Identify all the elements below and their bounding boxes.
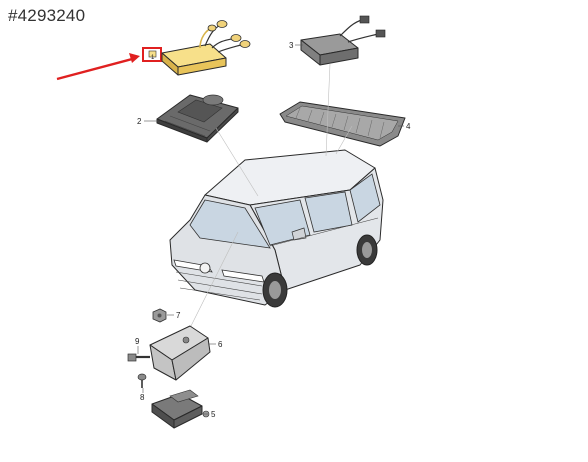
highlight-box (142, 47, 162, 62)
callout-1: 1 (151, 55, 155, 61)
part-4-roof-trim (279, 101, 406, 147)
vehicle-illustration (169, 149, 384, 308)
part-2-overhead-module (156, 94, 239, 143)
part-8-screw (137, 373, 147, 388)
callout-lines (137, 44, 404, 415)
part-6-bracket (149, 325, 211, 381)
callout-6: 6 (218, 340, 223, 349)
callout-4: 4 (406, 122, 411, 131)
callout-8: 8 (140, 393, 145, 402)
callout-9: 9 (135, 337, 140, 346)
assembly-leader-lines (185, 63, 353, 337)
part-9-bolt (127, 353, 150, 362)
part-3-antenna-module (300, 15, 386, 66)
highlight-arrow (56, 53, 140, 81)
callout-7: 7 (176, 311, 181, 320)
callout-5: 5 (211, 410, 216, 419)
part-7-nut (152, 308, 167, 323)
callout-3: 3 (289, 41, 294, 50)
callout-2: 2 (137, 117, 142, 126)
part-5-sensor-unit (151, 389, 210, 429)
document-number: #4293240 (8, 6, 86, 25)
part-1-control-unit (148, 20, 251, 76)
